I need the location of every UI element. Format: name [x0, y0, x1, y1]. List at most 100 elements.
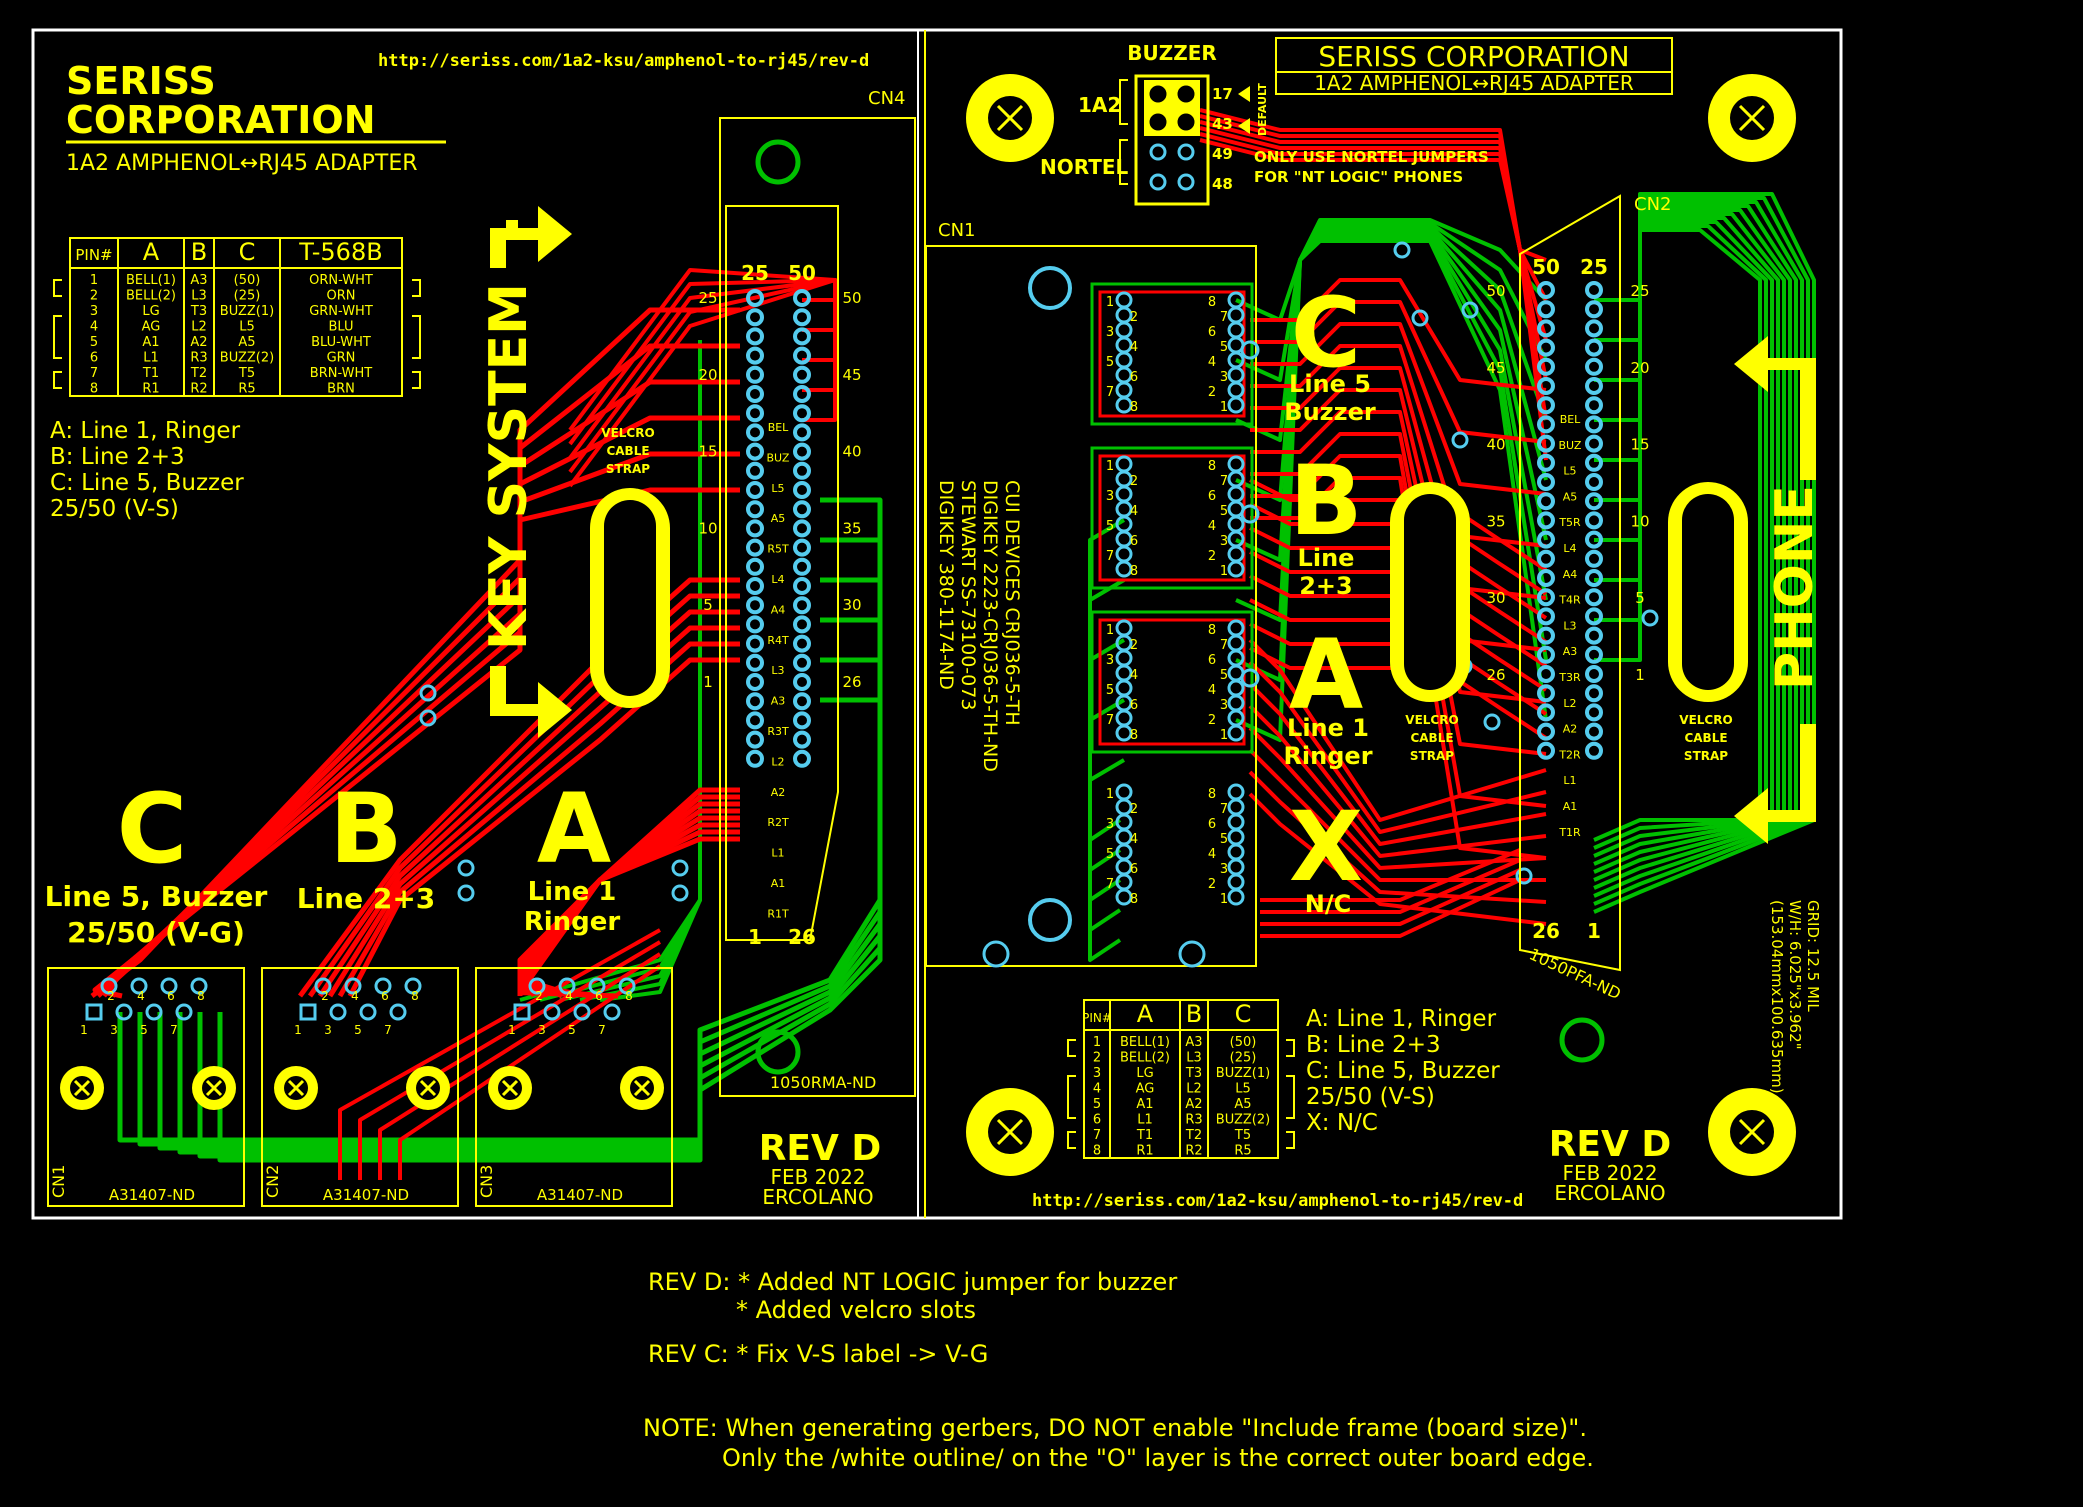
right-legend-line: 25/50 (V-S): [1306, 1084, 1435, 1110]
left-table-cell: LG: [142, 304, 159, 319]
left-signal-label: BUZ: [767, 451, 790, 464]
pin-pad: [1585, 338, 1603, 357]
left-table-cell: 1: [90, 273, 98, 288]
pin-pad: [1585, 492, 1603, 511]
left-table-cell: BRN: [327, 382, 355, 397]
pin-pad: [1537, 453, 1555, 472]
left-table-cell: A1: [142, 335, 159, 350]
right-velcro-2c: STRAP: [1684, 749, 1728, 763]
left-pin-number: 30: [842, 596, 861, 614]
right-table-cell: 6: [1093, 1113, 1101, 1128]
pin-pad: [1585, 741, 1603, 760]
pin-pad: [1537, 703, 1555, 722]
pin-pad: [746, 308, 764, 327]
jack-pin-number: 5: [140, 1023, 148, 1037]
rev-c-label: REV C:: [648, 1340, 729, 1368]
right-rev: REV D: [1549, 1124, 1672, 1165]
pin-pad: [1537, 511, 1555, 530]
left-table-cell: R1: [142, 382, 159, 397]
right-cn1-label: CN1: [938, 220, 976, 241]
jumper-pin-number: 17: [1212, 85, 1233, 103]
right-table-cell: BUZZ(2): [1216, 1113, 1270, 1128]
right-pin-number: 26: [1486, 666, 1505, 684]
pin-pad: [746, 615, 764, 634]
jack-pin-number: 1: [294, 1023, 302, 1037]
jack-pin-number: 3: [538, 1023, 546, 1037]
left-letter-b: B: [329, 773, 402, 885]
rev-d-item-2: * Added velcro slots: [736, 1296, 976, 1324]
right-signal-label: T4R: [1558, 594, 1581, 607]
left-table-cell: T3: [190, 304, 207, 319]
right-pin-number: 15: [1630, 436, 1649, 454]
pin-pad: [793, 615, 811, 634]
right-table-cell: L5: [1235, 1082, 1251, 1097]
rj45-pin-number: 1: [1106, 623, 1114, 638]
mounting-hole-tl: [966, 74, 1054, 162]
jumper-1a2-label: 1A2: [1078, 93, 1121, 117]
left-connector-pins: [746, 289, 811, 768]
jack-pin-number: 4: [565, 989, 573, 1003]
pin-pad: [793, 634, 811, 653]
right-author: ERCOLANO: [1554, 1181, 1665, 1205]
via: [671, 859, 689, 877]
right-signal-label: L3: [1563, 619, 1576, 632]
jack-pin-number: 2: [535, 989, 543, 1003]
jumper-nortel-label: NORTEL: [1040, 155, 1129, 179]
left-table-cell: T1: [142, 366, 159, 381]
pin-pad: [1537, 684, 1555, 703]
left-table-cell: 2: [90, 289, 98, 304]
rj45-pin-number: 1: [1106, 459, 1114, 474]
left-table-cell: 4: [90, 320, 98, 335]
left-table-cell: T2: [190, 366, 207, 381]
mounting-hole-br: [1708, 1088, 1796, 1176]
right-pin-number: 20: [1630, 359, 1649, 377]
pin-pad: [746, 519, 764, 538]
left-pin-number: 50: [842, 289, 861, 307]
pin-pad: [1585, 549, 1603, 568]
right-rj45-stack: 1234567887654321123456788765432112345678…: [1090, 282, 1260, 907]
right-table-cell: 3: [1093, 1066, 1101, 1081]
grid-text-2: W/H: 6.025"x3.962": [1786, 900, 1804, 1050]
pin-pad: [1585, 607, 1603, 626]
via: [1483, 713, 1501, 731]
part-text-4: DIGIKEY 380-1174-ND: [935, 480, 957, 690]
phone-label: PHONE: [1765, 485, 1825, 690]
right-pin-number: 45: [1486, 359, 1505, 377]
left-table-cell: AG: [142, 320, 161, 335]
left-table-cell: R5: [238, 382, 255, 397]
rj45-pin-number: 6: [1208, 489, 1216, 504]
pin-pad: [1537, 357, 1555, 376]
right-table-cell: L3: [1186, 1051, 1202, 1066]
right-pin-bottom-1: 26: [1532, 919, 1560, 943]
left-table-header: A: [143, 238, 160, 266]
pin-pad: [793, 308, 811, 327]
pin-pad: [1585, 569, 1603, 587]
pin-pad: [793, 385, 811, 403]
right-table-cell: 4: [1093, 1082, 1101, 1097]
pin-pad: [1537, 377, 1555, 395]
pin-pad: [1585, 281, 1603, 299]
right-signal-label: A5: [1563, 490, 1578, 503]
pin-pad: [793, 289, 811, 307]
pin-pad: [793, 519, 811, 538]
right-table-header: B: [1186, 1000, 1202, 1028]
right-sub-b-2: 2+3: [1299, 572, 1353, 600]
rj45-pin-number: 8: [1208, 459, 1216, 474]
jack-pin-number: 4: [351, 989, 359, 1003]
rj45-pin-number: 3: [1106, 653, 1114, 668]
left-table-cell: 5: [90, 335, 98, 350]
jack-pin-number: 8: [625, 989, 633, 1003]
rj45-pin-number: 3: [1220, 698, 1228, 713]
jack-part: A31407-ND: [109, 1186, 195, 1204]
rj45-pin-number: 4: [1208, 847, 1216, 862]
part-text-block: CUI DEVICES CRJ036-5-TH DIGIKEY 2223-CRJ…: [935, 480, 1023, 772]
pin-pad: [746, 538, 764, 557]
cn4-label: CN4: [868, 88, 906, 109]
rj45-pin-number: 4: [1130, 504, 1138, 519]
left-author: ERCOLANO: [762, 1185, 873, 1209]
